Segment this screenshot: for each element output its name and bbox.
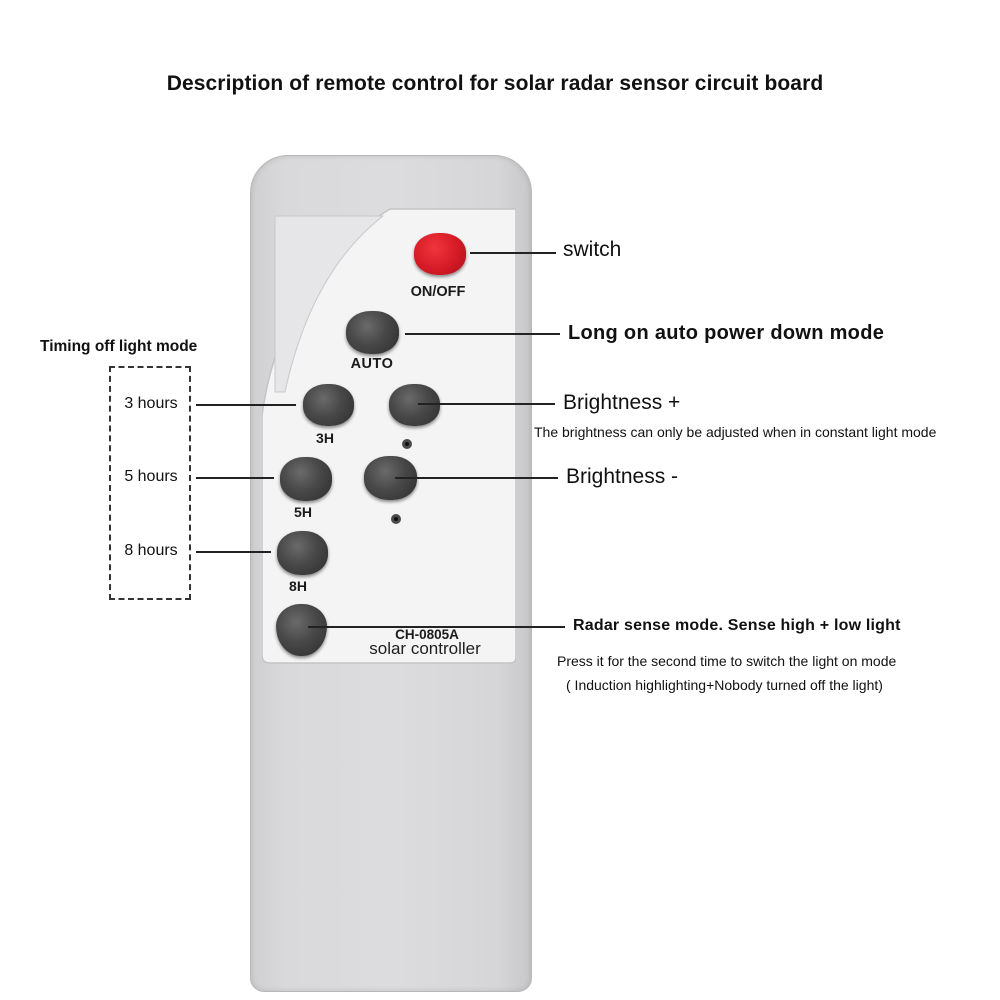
brightness-minus-indicator-icon <box>391 514 401 524</box>
brightness-minus-callout: Brightness - <box>566 465 679 488</box>
brightness-plus-button[interactable] <box>389 384 440 426</box>
model-number: CH-0805A <box>395 627 459 642</box>
brightness-minus-button[interactable] <box>364 456 417 500</box>
timing-title: Timing off light mode <box>40 338 198 355</box>
on-off-button[interactable] <box>414 233 466 275</box>
auto-callout: Long on auto power down mode <box>568 322 885 344</box>
timer-3h-label: 3H <box>316 430 334 446</box>
timer-8h-label: 8H <box>289 578 307 594</box>
switch-callout: switch <box>563 238 622 261</box>
timing-option-5-hours: 5 hours <box>124 468 178 485</box>
radar-callout: Radar sense mode. Sense high + low light <box>573 617 901 634</box>
timer-8h-button[interactable] <box>277 531 328 575</box>
timing-option-8-hours: 8 hours <box>124 542 178 559</box>
radar-note-2: ( Induction highlighting+Nobody turned o… <box>566 677 883 693</box>
radar-sense-button[interactable] <box>276 604 327 656</box>
brightness-plus-callout: Brightness + <box>563 391 681 414</box>
timing-option-3-hours: 3 hours <box>124 395 178 412</box>
controller-name: solar controller <box>369 639 481 658</box>
timing-options-box <box>109 366 191 600</box>
remote-bevel-highlight <box>274 215 385 393</box>
brightness-note: The brightness can only be adjusted when… <box>534 424 937 440</box>
brightness-plus-indicator-icon <box>402 439 412 449</box>
radar-note-1: Press it for the second time to switch t… <box>557 653 897 669</box>
timer-3h-button[interactable] <box>303 384 354 426</box>
auto-label: AUTO <box>350 356 394 372</box>
auto-button[interactable] <box>346 311 399 354</box>
on-off-label: ON/OFF <box>410 284 466 300</box>
timer-5h-button[interactable] <box>280 457 332 501</box>
timer-5h-label: 5H <box>294 504 312 520</box>
diagram-title: Description of remote control for solar … <box>166 72 824 95</box>
